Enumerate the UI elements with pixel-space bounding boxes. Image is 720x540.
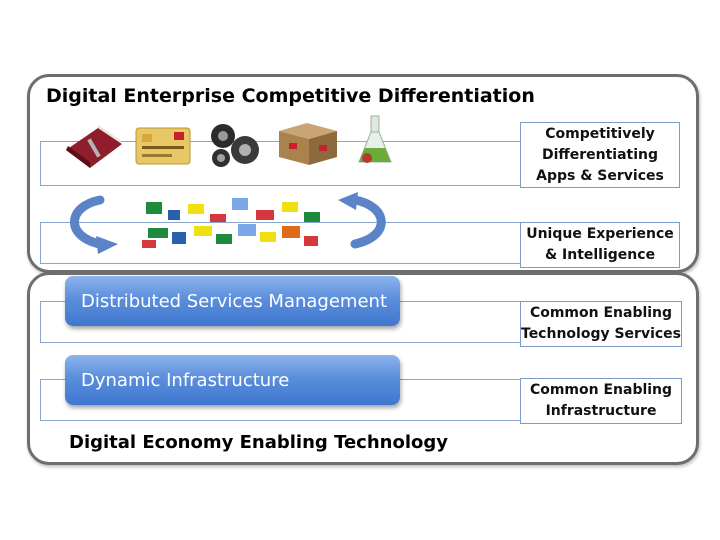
distributed-services-management-bar: Distributed Services Management [65,276,400,326]
book-icon [66,125,122,168]
workflow-cycle-icon [70,192,386,254]
cardboard-box-icon [279,123,337,165]
gears-icon [211,124,259,167]
row-bracket [40,222,524,264]
top-section-title: Digital Enterprise Competitive Different… [46,85,535,107]
bottom-section-title: Digital Economy Enabling Technology [69,432,448,453]
row-label-unique-experience: Unique Experience & Intelligence [520,222,680,268]
flask-icon [358,115,392,163]
dynamic-infrastructure-bar: Dynamic Infrastructure [65,355,400,405]
credit-card-icon [135,127,191,165]
row-label-common-enabling-technology-services: Common Enabling Technology Services [520,301,682,347]
row-label-competitively-differentiating: Competitively Differentiating Apps & Ser… [520,122,680,188]
row-label-common-enabling-infrastructure: Common Enabling Infrastructure [520,378,682,424]
